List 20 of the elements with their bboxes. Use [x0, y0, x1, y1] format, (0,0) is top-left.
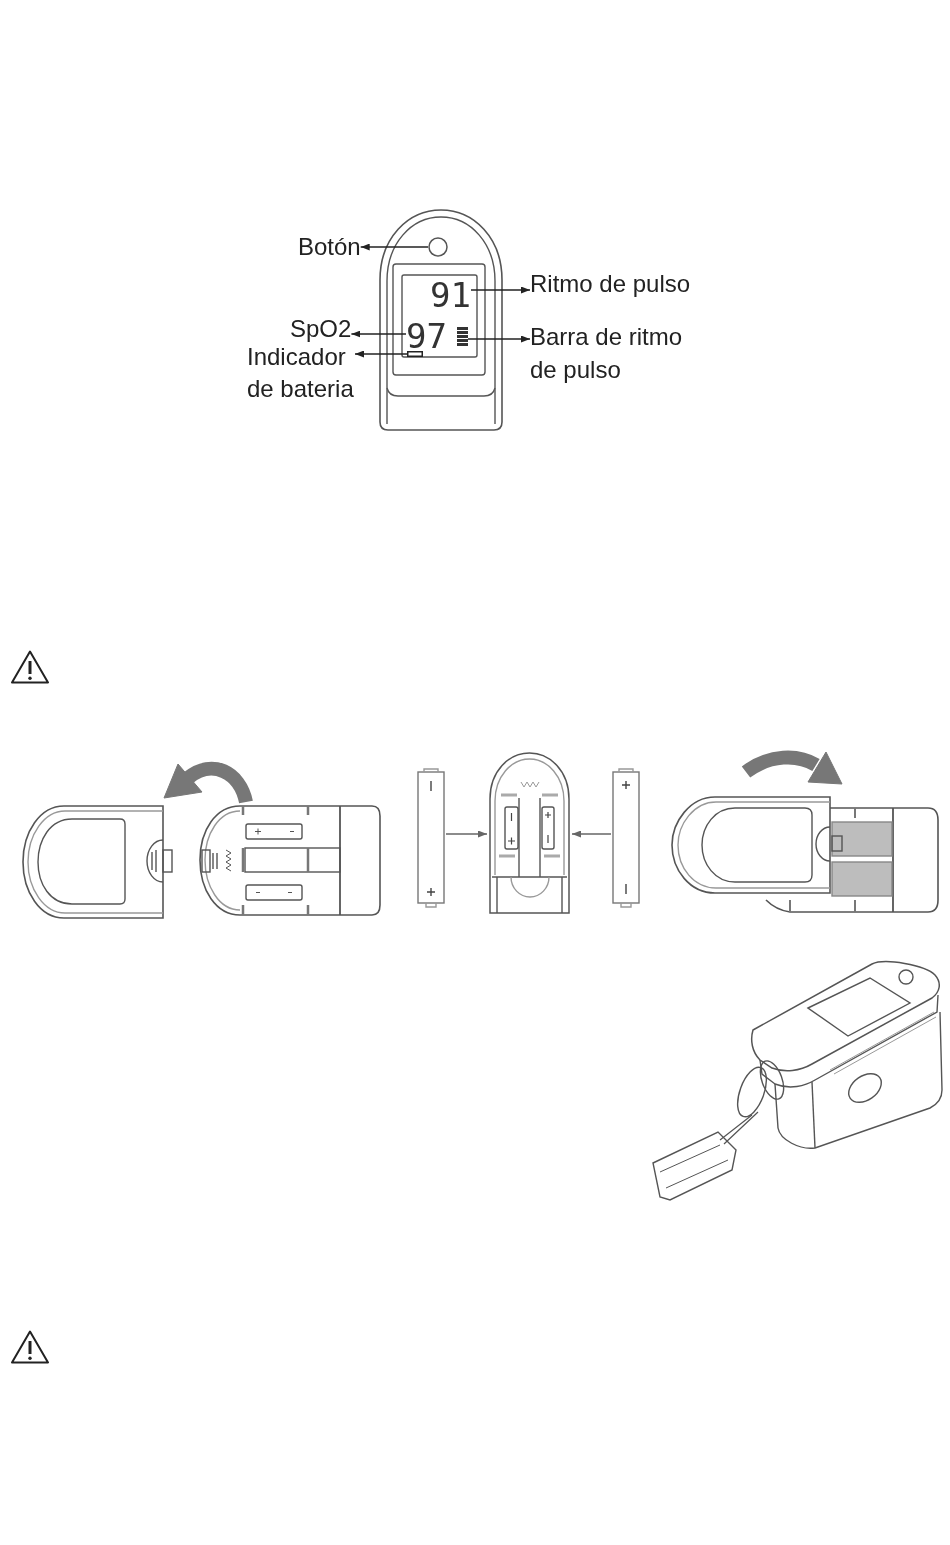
- callout-label: Indicador de bateria: [247, 341, 355, 405]
- display-reading: 91: [430, 281, 471, 309]
- leader-line: [470, 286, 531, 294]
- arrow: [445, 830, 488, 838]
- arrow: [571, 830, 612, 838]
- battery-compartment: [487, 751, 572, 915]
- callout-label: SpO2: [290, 317, 352, 341]
- display-reading: 97: [406, 322, 447, 350]
- callout-label: Botón: [298, 231, 361, 263]
- callout-label: Barra de ritmo de pulso: [530, 320, 684, 386]
- bar-graph-icon: [457, 327, 468, 346]
- leader-line: [360, 243, 429, 251]
- callout-label: Ritmo de pulso: [530, 270, 691, 298]
- leader-line: [467, 335, 531, 343]
- battery: [416, 767, 446, 909]
- battery-level-icon: [407, 351, 423, 357]
- battery: [611, 767, 641, 909]
- leader-line: [350, 330, 407, 338]
- device-button: [428, 237, 448, 257]
- leader-line: [354, 350, 408, 358]
